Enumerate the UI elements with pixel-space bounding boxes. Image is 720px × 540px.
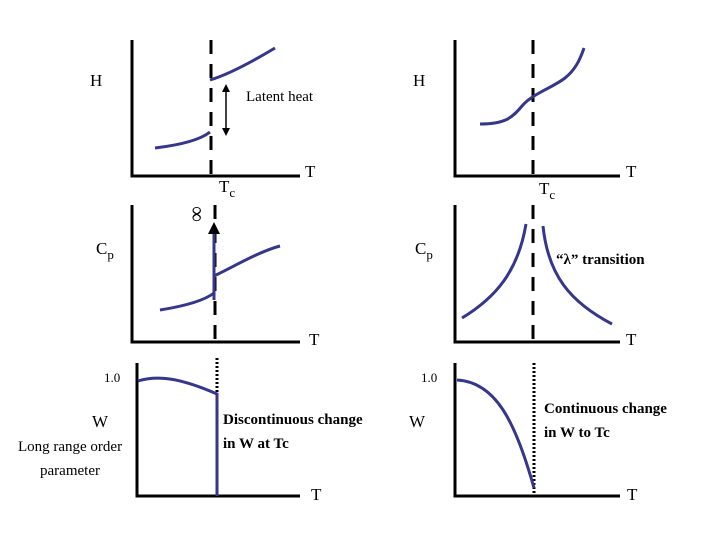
order-parameter-desc-line1: Long range order: [17, 439, 123, 455]
h-axis-label: H: [413, 71, 426, 90]
cp-axis-label: Cp: [96, 239, 114, 262]
t-axis-label: T: [311, 485, 322, 504]
w-max-value: 1.0: [104, 370, 121, 385]
panel-first-order-enthalpy: [130, 40, 300, 178]
w-axis-label: W: [92, 412, 109, 431]
delta-spike-arrow-head: [208, 222, 220, 234]
panel-first-order-order-parameter: [135, 358, 300, 498]
t-axis-label: T: [309, 330, 320, 349]
axes: [453, 205, 620, 344]
arrow-head-bottom: [222, 128, 230, 136]
w-axis-label: W: [409, 412, 426, 431]
t-axis-label: T: [627, 485, 638, 504]
axes: [130, 205, 300, 344]
axes: [130, 40, 300, 178]
cp-curve-high: [213, 244, 281, 278]
latent-heat-label: Latent heat: [246, 89, 314, 105]
order-parameter-curve: [137, 376, 219, 496]
cp-axis-label: Cp: [415, 239, 433, 262]
panel-second-order-heat-capacity: [453, 205, 620, 344]
lambda-curve-left: [461, 223, 528, 320]
h-axis-label: H: [90, 71, 103, 90]
lambda-curve-right: [541, 225, 613, 326]
panel-second-order-enthalpy: [453, 40, 620, 178]
axes: [135, 363, 300, 498]
panel-second-order-order-parameter: [453, 363, 620, 498]
order-parameter-curve: [456, 378, 536, 489]
arrow-head-top: [222, 84, 230, 92]
axes: [453, 363, 620, 498]
t-axis-label: T: [305, 162, 316, 181]
axes: [453, 40, 620, 178]
panel-first-order-heat-capacity: [130, 205, 300, 344]
tc-label: Tc: [219, 177, 236, 200]
cp-curve-low: [159, 291, 215, 312]
enthalpy-curve: [479, 47, 586, 126]
order-parameter-desc-line2: parameter: [40, 463, 100, 479]
enthalpy-curve-low: [154, 130, 211, 150]
continuous-note-line2: in W to Tc: [544, 425, 610, 441]
infinity-label: ∞: [182, 206, 208, 222]
enthalpy-curve-high: [209, 46, 276, 82]
w-max-value: 1.0: [421, 370, 438, 385]
continuous-note-line1: Continuous change: [544, 401, 667, 417]
t-axis-label: T: [626, 330, 637, 349]
t-axis-label: T: [626, 162, 637, 181]
tc-label: Tc: [539, 179, 556, 202]
lambda-transition-label: “λ” transition: [556, 252, 645, 268]
discontinuous-note-line2: in W at Tc: [223, 436, 289, 452]
discontinuous-note-line1: Discontinuous change: [223, 412, 363, 428]
